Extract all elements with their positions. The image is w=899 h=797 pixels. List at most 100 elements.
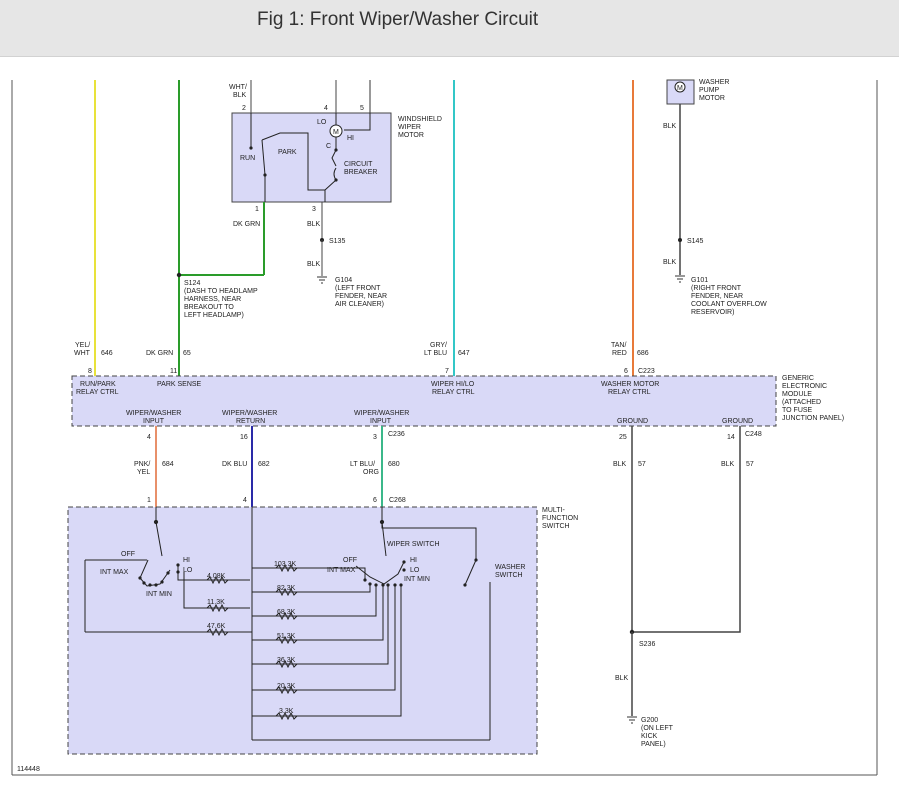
motor-pin-1: 1 (255, 206, 259, 213)
left-switch-int-min: INT MIN (146, 591, 172, 598)
s124-line-1: S124 (184, 280, 200, 287)
g101-line-1: G101 (691, 277, 708, 284)
wire-647-circuit: 647 (458, 350, 470, 357)
resistor-4-08k: 4.08K (207, 573, 226, 580)
pump-name-2: PUMP (699, 87, 720, 94)
gem-name-1: GENERIC (782, 375, 814, 382)
right-switch-int-max: INT MAX (327, 567, 356, 574)
figure-number: 114448 (17, 766, 40, 773)
g101-line-5: RESERVOIR) (691, 309, 734, 316)
left-switch-off: OFF (121, 551, 135, 558)
s124-line-2: (DASH TO HEADLAMP (184, 288, 258, 295)
wire-682-circuit: 682 (258, 461, 270, 468)
splice-s145-dot (678, 238, 682, 242)
gem-output-wires: 4 16 3 C236 25 14 C248 PNK/ YEL 684 DK B… (134, 426, 762, 748)
wire-647-color-1: GRY/ (430, 342, 447, 349)
gem-pin-11: 11 (170, 368, 177, 375)
gem-bottom-label-gnd1: GROUND (617, 418, 648, 425)
wire-57a-circuit: 57 (638, 461, 646, 468)
gem-pin-16: 16 (240, 434, 248, 441)
g101-line-3: FENDER, NEAR (691, 293, 743, 300)
gem-bottom-label-684-2: INPUT (143, 418, 165, 425)
left-switch-lo: LO (183, 567, 193, 574)
resistor-51-3k: 51.3K (277, 633, 296, 640)
wire-57a-color: BLK (613, 461, 627, 468)
title-bar: Fig 1: Front Wiper/Washer Circuit (0, 0, 899, 57)
mfs-name-1: MULTI- (542, 507, 565, 514)
wire-57b-color: BLK (721, 461, 735, 468)
g200-line-2: (ON LEFT (641, 725, 674, 732)
washer-pump: M WASHER PUMP MOTOR BLK S145 BLK G101 (R… (663, 79, 767, 316)
right-switch-off: OFF (343, 557, 357, 564)
wire-646-color-1: YEL/ (75, 342, 90, 349)
wire-686-color-2: RED (612, 350, 627, 357)
mfs-name-2: FUNCTION (542, 515, 578, 522)
diagram-frame (11, 80, 878, 776)
gem-pin-25: 25 (619, 434, 627, 441)
breaker-label-1: CIRCUIT (344, 161, 373, 168)
motor-pin-5: 5 (360, 105, 364, 112)
gem-name-6: JUNCTION PANEL) (782, 415, 844, 422)
g104-line-1: G104 (335, 277, 352, 284)
gem-input-wires: S124 (DASH TO HEADLAMP HARNESS, NEAR BRE… (94, 80, 634, 376)
gem-top-labels: YEL/ WHT 646 DK GRN 65 GRY/ LT BLU 647 T… (74, 342, 655, 375)
splice-s236: S236 (639, 641, 655, 648)
right-switch-lo: LO (410, 567, 420, 574)
wiper-switch-label: WIPER SWITCH (387, 541, 440, 548)
wire-57b-circuit: 57 (746, 461, 754, 468)
wire-680-color-2: ORG (363, 469, 379, 476)
splice-s135: S135 (329, 238, 345, 245)
wiper-motor: WHT/ BLK 2 4 5 RUN PARK M LO HI C CIRCUI… (229, 80, 442, 308)
gem-name-3: MODULE (782, 391, 812, 398)
g101-line-2: (RIGHT FRONT (691, 285, 742, 292)
gem-label-686-1: WASHER MOTOR (601, 381, 659, 388)
washer-switch-label-1: WASHER (495, 564, 525, 571)
g104-line-3: FENDER, NEAR (335, 293, 387, 300)
motor-pin-3: 3 (312, 206, 316, 213)
gem-name-4: (ATTACHED (782, 399, 821, 406)
gem-bottom-label-680-2: INPUT (370, 418, 392, 425)
pump-motor-symbol (674, 81, 686, 93)
gem-bottom-label-gnd2: GROUND (722, 418, 753, 425)
gem-name-2: ELECTRONIC (782, 383, 827, 390)
breaker-label-2: BREAKER (344, 169, 377, 176)
right-switch-int-min: INT MIN (404, 576, 430, 583)
hi-label: HI (347, 135, 354, 142)
wire-680-circuit: 680 (388, 461, 400, 468)
motor-name-3: MOTOR (398, 132, 424, 139)
gem-bottom-label-684-1: WIPER/WASHER (126, 410, 181, 417)
wire-65-circuit: 65 (183, 350, 191, 357)
g200-line-1: G200 (641, 717, 658, 724)
s124-line-4: BREAKOUT TO (184, 304, 234, 311)
mfs-pin-4: 4 (243, 497, 247, 504)
wire-686-color-1: TAN/ (611, 342, 626, 349)
c-label: C (326, 143, 331, 150)
motor-name-1: WINDSHIELD (398, 116, 442, 123)
pump-name-1: WASHER (699, 79, 729, 86)
wire-684-color-1: PNK/ (134, 461, 150, 468)
gem-pin-3: 3 (373, 434, 377, 441)
resistor-68-3k: 68.3K (277, 609, 296, 616)
resistor-11-3k: 11.3K (207, 599, 225, 606)
gem-label-65: PARK SENSE (157, 381, 202, 388)
motor-m-label: M (333, 129, 339, 136)
left-switch-int-max: INT MAX (100, 569, 129, 576)
wire-647-color-2: LT BLU (424, 350, 447, 357)
generic-electronic-module: RUN/PARK RELAY CTRL PARK SENSE WIPER HI/… (71, 375, 844, 427)
gem-bottom-label-680-1: WIPER/WASHER (354, 410, 409, 417)
wire-680-color-1: LT BLU/ (350, 461, 375, 468)
gem-bottom-label-682-1: WIPER/WASHER (222, 410, 277, 417)
motor-name-2: WIPER (398, 124, 421, 131)
lo-label: LO (317, 119, 327, 126)
gem-label-647-2: RELAY CTRL (432, 389, 475, 396)
right-switch-hi: HI (410, 557, 417, 564)
resistor-47-6k: 47.6K (207, 623, 226, 630)
wire-684-color-2: YEL (137, 469, 150, 476)
resistor-36-3k: 36.3K (277, 657, 296, 664)
run-label: RUN (240, 155, 255, 162)
connector-c248: C248 (745, 431, 762, 438)
motor-pin-4: 4 (324, 105, 328, 112)
park-label: PARK (278, 149, 297, 156)
gem-name-5: TO FUSE (782, 407, 813, 414)
